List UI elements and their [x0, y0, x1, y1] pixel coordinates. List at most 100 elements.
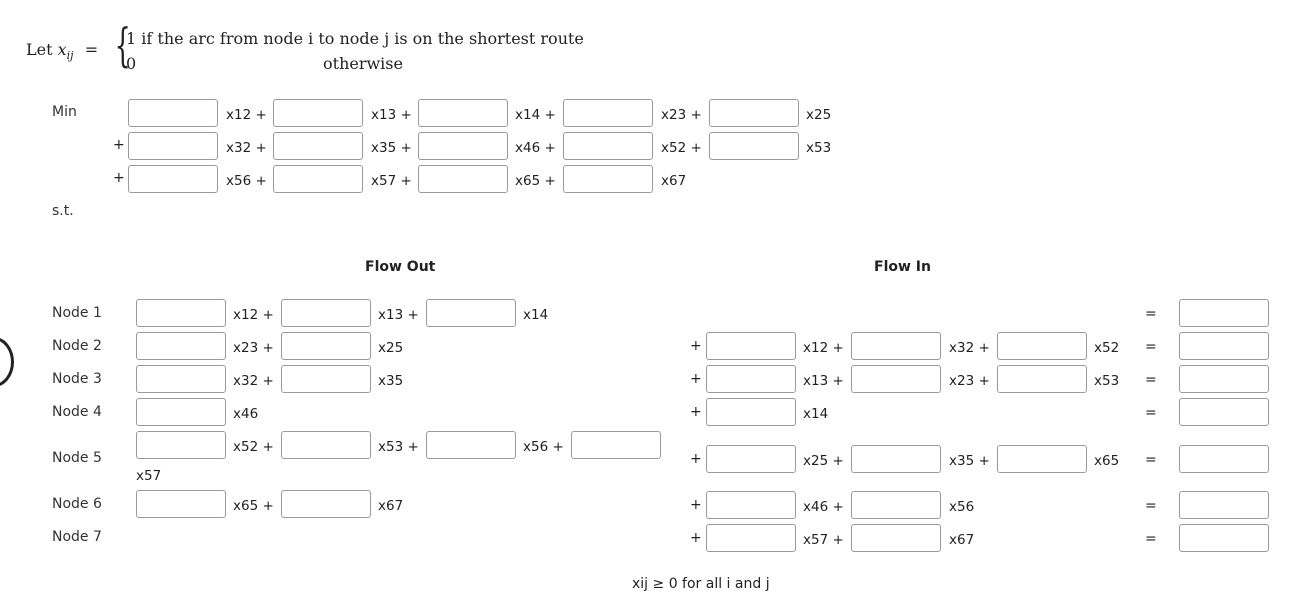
var-label: x53 [1094, 373, 1120, 389]
flow-in-n3-x53[interactable] [997, 365, 1087, 393]
var-label: x52 [1094, 340, 1120, 356]
flow-out-n2-x25[interactable] [281, 332, 371, 360]
flow-in-n4-x14[interactable] [706, 398, 796, 426]
var-label: x23 + [661, 107, 702, 123]
var-label: x12 + [226, 107, 267, 123]
objective-coef-x46[interactable] [418, 132, 508, 160]
flow-in-n5-x35[interactable] [851, 445, 941, 473]
flow-out-n1-x14[interactable] [426, 299, 516, 327]
objective-coef-x57[interactable] [273, 165, 363, 193]
flow-out-n6-x67[interactable] [281, 490, 371, 518]
var-label: x35 + [371, 140, 412, 156]
node-6-label: Node 6 [52, 496, 102, 512]
flow-out-n6-x65[interactable] [136, 490, 226, 518]
plus-sign: + [113, 170, 125, 186]
flow-out-n5-x56[interactable] [426, 431, 516, 459]
var-label: x32 + [226, 140, 267, 156]
rhs-node-4[interactable] [1179, 398, 1269, 426]
flow-out-n5-x52[interactable] [136, 431, 226, 459]
node-4-label: Node 4 [52, 404, 102, 420]
var-label: x67 [378, 498, 404, 514]
flow-out-n1-x12[interactable] [136, 299, 226, 327]
flow-in-n6-x46[interactable] [706, 491, 796, 519]
var-label: x13 + [803, 373, 844, 389]
objective-coef-x32[interactable] [128, 132, 218, 160]
var-label: x46 [233, 406, 259, 422]
var-label: x46 + [803, 499, 844, 515]
rhs-node-6[interactable] [1179, 491, 1269, 519]
equals-sign: = [1145, 306, 1157, 322]
var-label: x67 [949, 532, 975, 548]
equals-sign: = [1145, 531, 1157, 547]
plus-sign: + [690, 338, 702, 354]
var-label: x52 + [233, 439, 274, 455]
flow-out-n5-x53[interactable] [281, 431, 371, 459]
var-label: x14 [803, 406, 829, 422]
min-label: Min [52, 104, 77, 120]
rhs-node-7[interactable] [1179, 524, 1269, 552]
plus-sign: + [690, 530, 702, 546]
objective-coef-x13[interactable] [273, 99, 363, 127]
flow-in-n5-x25[interactable] [706, 445, 796, 473]
var-label: x25 + [803, 453, 844, 469]
flow-out-n3-x35[interactable] [281, 365, 371, 393]
var-label: x35 + [949, 453, 990, 469]
plus-sign: + [113, 137, 125, 153]
node-7-label: Node 7 [52, 529, 102, 545]
var-label: x65 + [515, 173, 556, 189]
equals-sign: = [1145, 372, 1157, 388]
flow-in-n7-x57[interactable] [706, 524, 796, 552]
flow-in-n7-x67[interactable] [851, 524, 941, 552]
flow-in-n3-x23[interactable] [851, 365, 941, 393]
objective-coef-x23[interactable] [563, 99, 653, 127]
var-label: x14 + [515, 107, 556, 123]
plus-sign: + [690, 451, 702, 467]
rhs-node-2[interactable] [1179, 332, 1269, 360]
var-label: x13 + [371, 107, 412, 123]
var-label: x25 [378, 340, 404, 356]
flow-out-n5-x57[interactable] [571, 431, 661, 459]
flow-in-n5-x65[interactable] [997, 445, 1087, 473]
var-label: x12 + [233, 307, 274, 323]
var-label: x53 + [378, 439, 419, 455]
objective-coef-x14[interactable] [418, 99, 508, 127]
objective-coef-x12[interactable] [128, 99, 218, 127]
flow-in-n2-x12[interactable] [706, 332, 796, 360]
flow-in-n2-x32[interactable] [851, 332, 941, 360]
var-label: x35 [378, 373, 404, 389]
var-label: x23 + [949, 373, 990, 389]
equals-sign: = [1145, 452, 1157, 468]
brace-symbol: { [114, 18, 131, 72]
var-label: x13 + [378, 307, 419, 323]
flow-out-n4-x46[interactable] [136, 398, 226, 426]
flow-in-n3-x13[interactable] [706, 365, 796, 393]
rhs-node-3[interactable] [1179, 365, 1269, 393]
var-label: x14 [523, 307, 549, 323]
objective-coef-x53[interactable] [709, 132, 799, 160]
var-label: x32 + [233, 373, 274, 389]
st-label: s.t. [52, 203, 74, 219]
flow-out-n3-x32[interactable] [136, 365, 226, 393]
var-label: x12 + [803, 340, 844, 356]
node-2-label: Node 2 [52, 338, 102, 354]
objective-coef-x56[interactable] [128, 165, 218, 193]
equals-sign: = [1145, 405, 1157, 421]
objective-coef-x25[interactable] [709, 99, 799, 127]
equals-sign: = [1145, 498, 1157, 514]
flow-out-n2-x23[interactable] [136, 332, 226, 360]
var-label: x57 + [803, 532, 844, 548]
definition-lead: Let xij = [26, 40, 99, 63]
flow-in-n2-x52[interactable] [997, 332, 1087, 360]
var-label: x52 + [661, 140, 702, 156]
objective-coef-x52[interactable] [563, 132, 653, 160]
definition-case-2-value: 0 [126, 54, 137, 73]
objective-coef-x65[interactable] [418, 165, 508, 193]
flow-out-n1-x13[interactable] [281, 299, 371, 327]
objective-coef-x35[interactable] [273, 132, 363, 160]
var-label: x57 + [371, 173, 412, 189]
definition-case-2-text: otherwise [323, 54, 403, 73]
rhs-node-5[interactable] [1179, 445, 1269, 473]
rhs-node-1[interactable] [1179, 299, 1269, 327]
objective-coef-x67[interactable] [563, 165, 653, 193]
flow-in-n6-x56[interactable] [851, 491, 941, 519]
